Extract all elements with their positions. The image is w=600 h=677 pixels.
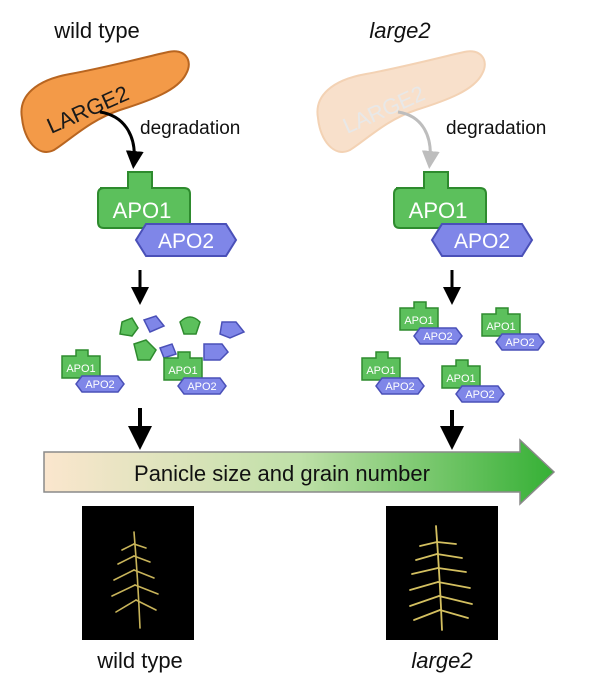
apo1-small-label: APO1	[486, 321, 515, 333]
apo1-small-label: APO1	[168, 365, 197, 377]
apo2-small-label: APO2	[85, 379, 114, 391]
heading-wild-type: wild type	[53, 18, 140, 43]
apo1-label: APO1	[113, 198, 172, 223]
degradation-label: degradation	[140, 118, 240, 139]
apo2-small-label: APO2	[385, 381, 414, 393]
panicle-photo-wild-type	[82, 506, 194, 640]
degraded-fragments	[119, 315, 246, 361]
apo1-label-right: APO1	[409, 198, 468, 223]
apo-complex-small-right-4: APO1 APO2	[441, 359, 505, 403]
apo2-small-label: APO2	[465, 389, 494, 401]
apo-complex-small-right-1: APO1 APO2	[399, 301, 463, 345]
apo2-small-label: APO2	[423, 331, 452, 343]
caption-wild-type: wild type	[96, 648, 183, 673]
apo-complex-small-right-3: APO1 APO2	[361, 351, 425, 395]
degradation-arrow-faded	[397, 110, 440, 169]
apo1-small-label: APO1	[66, 363, 95, 375]
degradation-label-right: degradation	[446, 118, 546, 139]
heading-large2: large2	[369, 18, 430, 43]
apo-complex-large2: APO1 APO2	[393, 171, 534, 257]
apo2-small-label: APO2	[505, 337, 534, 349]
apo1-small-label: APO1	[404, 315, 433, 327]
apo2-label: APO2	[158, 230, 214, 253]
apo-complex-small-left-2: APO1 APO2	[163, 351, 227, 395]
apo1-small-label: APO1	[446, 373, 475, 385]
gradient-arrow-label: Panicle size and grain number	[134, 461, 430, 486]
apo-complex-wild-type: APO1 APO2	[97, 171, 238, 257]
panicle-photo-large2	[386, 506, 498, 640]
apo2-small-label: APO2	[187, 381, 216, 393]
apo1-small-label: APO1	[366, 365, 395, 377]
caption-large2: large2	[411, 648, 472, 673]
apo2-label-right: APO2	[454, 230, 510, 253]
degradation-arrow	[99, 110, 144, 169]
apo-complex-small-left-1: APO1 APO2	[61, 349, 125, 393]
apo-complex-small-right-2: APO1 APO2	[481, 307, 545, 351]
gradient-arrow	[43, 438, 556, 506]
